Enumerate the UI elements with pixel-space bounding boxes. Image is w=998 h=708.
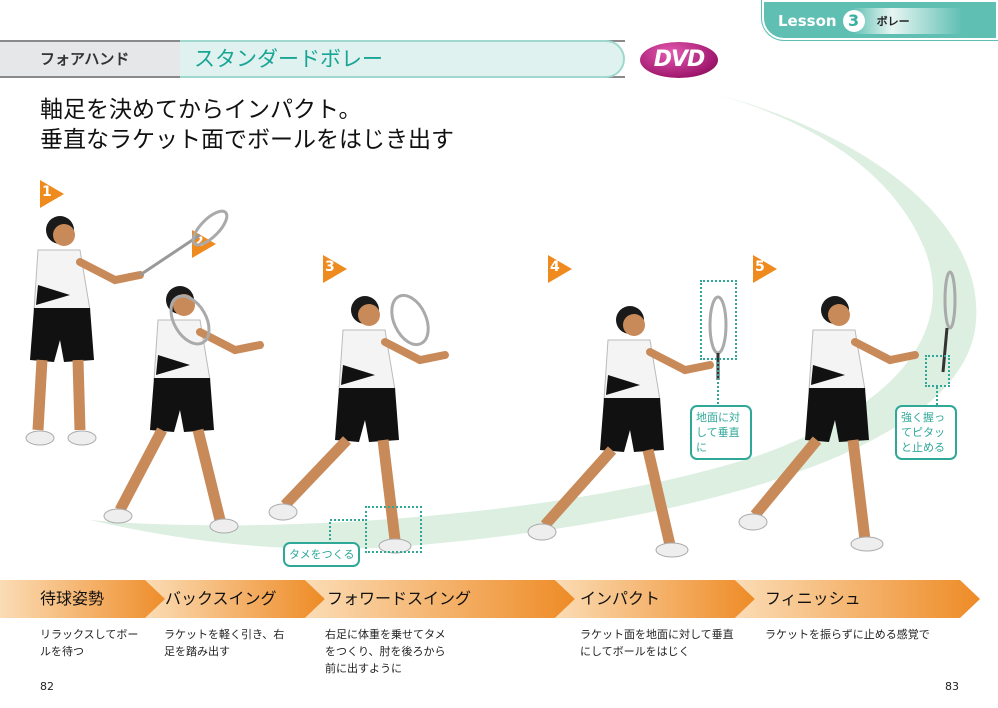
phase-bar: 待球姿勢 バックスイング フォワードスイング インパクト フィニッシュ [0, 580, 980, 618]
step-marker-5: 5 [753, 255, 777, 283]
category-label: フォアハンド [0, 42, 180, 76]
callout-tame: タメをつくる [283, 542, 361, 567]
phase-forwardswing: フォワードスイング [305, 580, 575, 618]
headline-line-1: 軸足を決めてからインパクト。 [40, 97, 362, 123]
player-figure-1 [25, 209, 229, 446]
phase-desc-impact: ラケット面を地面に対して垂直にしてボールをはじく [580, 628, 734, 658]
callout-grip: 強く握ってピタッと止める [895, 405, 957, 460]
lesson-name: ボレー [876, 15, 910, 28]
highlight-grip [925, 355, 950, 387]
title-bar: フォアハンド スタンダードボレー [0, 40, 625, 78]
phase-desc-finish: ラケットを振らずに止める感覚で [765, 628, 930, 641]
phase-impact: インパクト [555, 580, 755, 618]
step-marker-1: 1 [40, 180, 64, 208]
dvd-badge: DVD [640, 42, 718, 78]
page-number-right: 83 [945, 680, 959, 693]
page-number-left: 82 [40, 680, 54, 693]
step-marker-3: 3 [323, 255, 347, 283]
highlight-racket-face [700, 280, 737, 360]
player-figure-2 [103, 286, 260, 534]
page-title: スタンダードボレー [180, 40, 625, 78]
phase-finish: フィニッシュ [735, 580, 980, 618]
lesson-tab: Lesson 3 ボレー [762, 0, 998, 40]
lesson-number: 3 [842, 10, 865, 32]
phase-desc-forwardswing: 右足に体重を乗せてタメをつくり、肘を後ろから前に出すように [325, 628, 446, 675]
phase-desc-ready: リラックスしてボールを待つ [40, 628, 139, 658]
player-figure-4 [527, 295, 728, 558]
step-marker-4: 4 [548, 255, 572, 283]
callout-vertical: 地面に対して垂直に [690, 405, 752, 460]
phase-ready: 待球姿勢 [0, 580, 170, 618]
highlight-foot [365, 506, 422, 553]
headline-line-2: 垂直なラケット面でボールをはじき出す [40, 127, 454, 153]
player-figure-3 [268, 290, 445, 554]
phase-desc-backswing: ラケットを軽く引き、右足を踏み出す [164, 628, 285, 658]
player-figure-5 [738, 270, 957, 552]
phase-backswing: バックスイング [145, 580, 325, 618]
lesson-word: Lesson [778, 12, 837, 30]
